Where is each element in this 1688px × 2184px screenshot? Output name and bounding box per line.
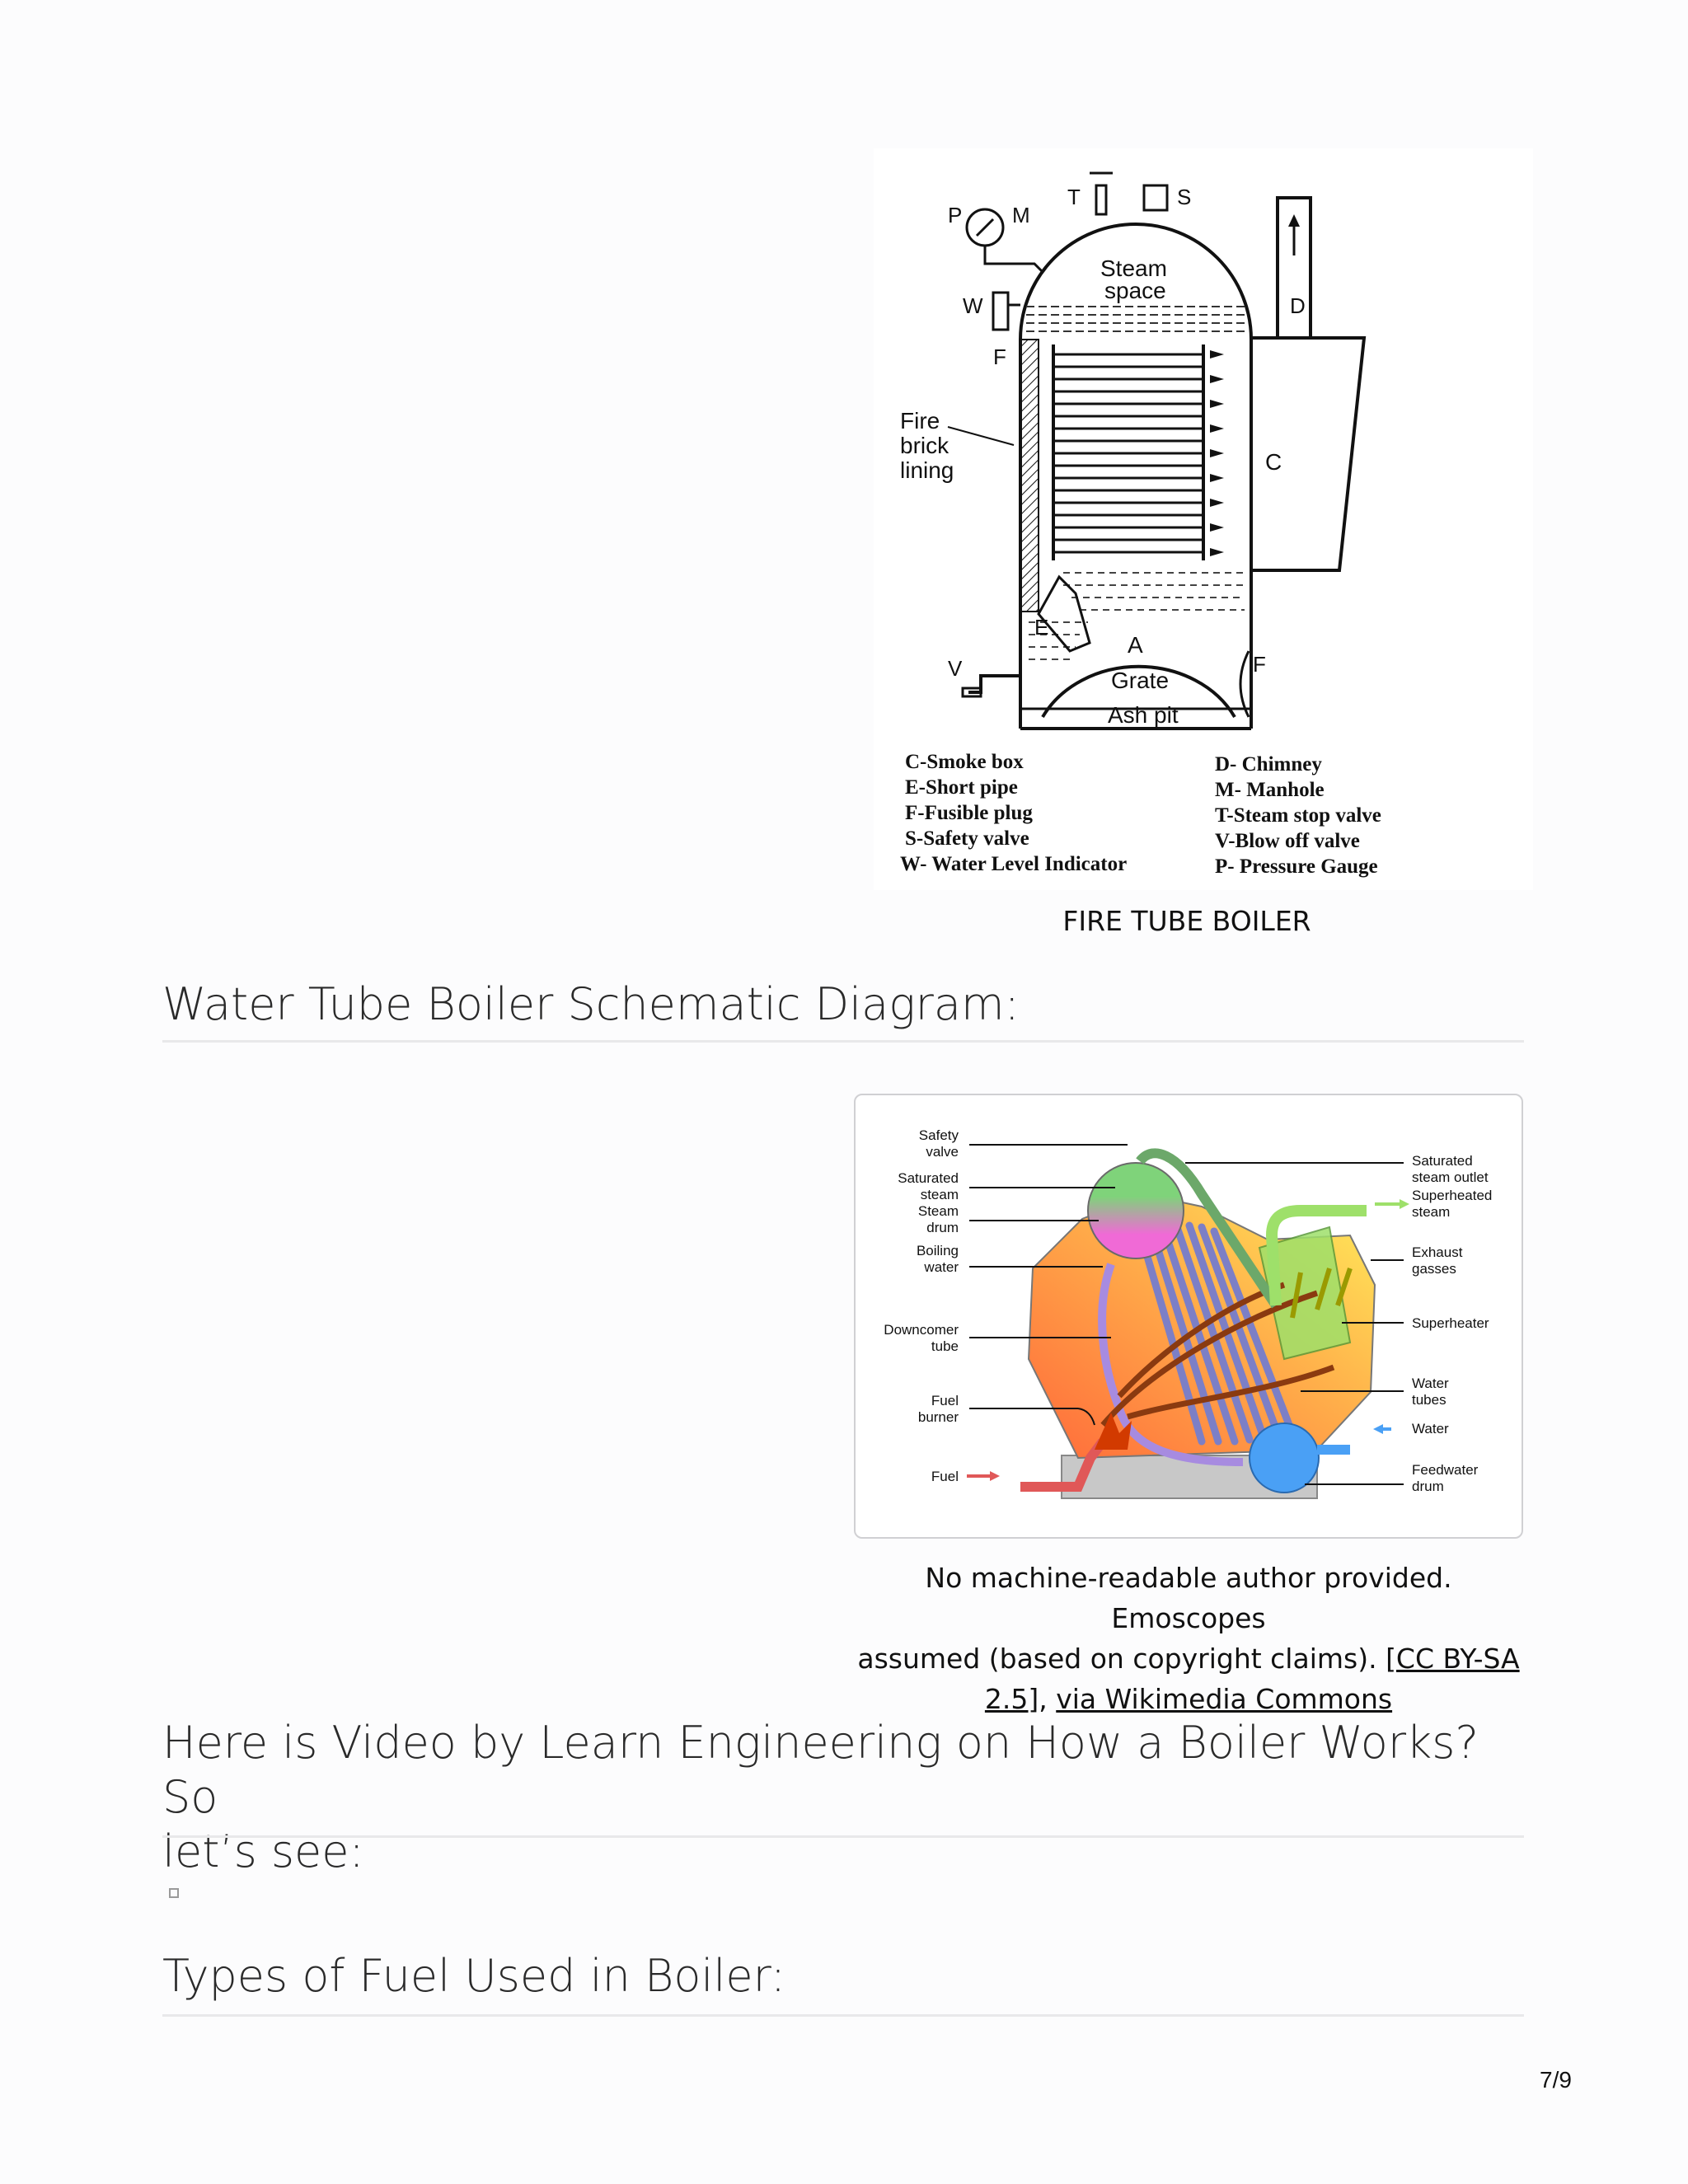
legend-right-2: M- Manhole (1215, 779, 1325, 801)
wt-label-steam-drum-1: Steam (918, 1203, 959, 1219)
legend-left-1: C-Smoke box (905, 751, 1024, 773)
credit-line-2: assumed (based on copyright claims). [CC… (854, 1638, 1523, 1679)
wt-label-safety: Safety (919, 1127, 959, 1143)
label-w: W (963, 293, 983, 318)
video-embed-placeholder-icon[interactable] (169, 1888, 179, 1898)
heading-video-divider (162, 1835, 1524, 1838)
label-p: P (948, 203, 962, 227)
label-t: T (1067, 185, 1081, 209)
label-f-side: F (1253, 652, 1266, 677)
wt-label-fuel: Fuel (931, 1469, 959, 1484)
page-number: 7/9 (1540, 2067, 1572, 2093)
wt-label-exhaust: Exhaust (1412, 1244, 1463, 1260)
label-c: C (1265, 449, 1282, 475)
label-fire: Fire (900, 408, 940, 434)
label-a: A (1128, 632, 1143, 658)
wt-label-downcomer: Downcomer (884, 1322, 959, 1338)
wt-label-water: water (923, 1259, 959, 1275)
label-d: D (1290, 293, 1306, 318)
heading-video-line-2: let’s see: (162, 1825, 364, 1877)
wt-label-steam-drum-2: drum (926, 1220, 959, 1235)
label-grate: Grate (1111, 668, 1169, 693)
heading-fuel: Types of Fuel Used in Boiler: (162, 1950, 786, 2002)
wt-label-superheated-2: steam (1412, 1204, 1450, 1220)
wt-label-superheated-1: Superheated (1412, 1188, 1492, 1203)
wikimedia-link[interactable]: via Wikimedia Commons (1056, 1683, 1393, 1715)
license-link[interactable]: [CC BY-SA (1386, 1643, 1520, 1675)
label-m: M (1012, 203, 1030, 227)
fire-tube-figure: P M T S W F D C E A V F Steam space Fire… (874, 148, 1533, 907)
label-v: V (948, 656, 963, 681)
water-tube-credit: No machine-readable author provided. Emo… (854, 1558, 1523, 1719)
legend-right-5: P- Pressure Gauge (1215, 855, 1378, 878)
legend-left-2: E-Short pipe (905, 776, 1018, 799)
label-steam: Steam (1100, 255, 1167, 281)
wt-label-gasses: gasses (1412, 1261, 1456, 1277)
fire-tube-legend: C-Smoke box E-Short pipe F-Fusible plug … (900, 751, 1381, 878)
label-ash-pit: Ash pit (1108, 702, 1179, 728)
fire-tube-caption: FIRE TUBE BOILER (1062, 905, 1311, 937)
wt-label-feedwater-2: drum (1412, 1479, 1444, 1494)
wt-label-sat-outlet-2: steam outlet (1412, 1169, 1489, 1185)
heading-video-line-1: Here is Video by Learn Engineering on Ho… (162, 1717, 1479, 1823)
credit-line-3: 2.5], via Wikimedia Commons (854, 1679, 1523, 1719)
legend-right-4: V-Blow off valve (1215, 830, 1360, 852)
water-tube-figure: Safety valve Saturated steam Steam drum … (854, 1094, 1523, 1539)
legend-left-3: F-Fusible plug (905, 802, 1033, 824)
wt-label-valve: valve (926, 1144, 959, 1160)
wt-label-saturated: Saturated (898, 1170, 959, 1186)
wt-label-feedwater-1: Feedwater (1412, 1462, 1479, 1478)
wt-label-sat-outlet-1: Saturated (1412, 1153, 1473, 1169)
wt-label-fuel-burner-2: burner (918, 1409, 959, 1425)
label-e: E (1034, 615, 1048, 640)
wt-label-superheater: Superheater (1412, 1315, 1489, 1331)
credit-text: assumed (based on copyright claims). (857, 1643, 1386, 1675)
fire-tube-boiler-diagram: P M T S W F D C E A V F Steam space Fire… (874, 148, 1533, 890)
heading-video: Here is Video by Learn Engineering on Ho… (162, 1716, 1531, 1879)
credit-line-1: No machine-readable author provided. Emo… (925, 1562, 1452, 1634)
heading-fuel-divider (162, 2014, 1524, 2017)
heading-divider (162, 1040, 1524, 1043)
wt-label-water-tubes-1: Water (1412, 1376, 1449, 1391)
legend-right-1: D- Chimney (1215, 753, 1322, 776)
legend-right-3: T-Steam stop valve (1215, 804, 1381, 827)
legend-left-4: S-Safety valve (905, 827, 1029, 850)
credit-sep: , (1039, 1683, 1057, 1715)
wt-label-water-in: Water (1412, 1421, 1449, 1436)
label-brick: brick (900, 433, 950, 458)
label-space: space (1104, 278, 1166, 303)
wt-label-boiling: Boiling (917, 1243, 959, 1258)
label-s: S (1177, 185, 1191, 209)
label-lining: lining (900, 457, 954, 483)
wt-label-tube: tube (931, 1338, 959, 1354)
legend-left-5: W- Water Level Indicator (900, 853, 1127, 875)
label-f-top: F (993, 344, 1006, 369)
wt-label-water-tubes-2: tubes (1412, 1392, 1447, 1408)
water-tube-boiler-diagram: Safety valve Saturated steam Steam drum … (884, 1127, 1492, 1499)
wt-label-steam: steam (921, 1187, 959, 1202)
license-link-cont[interactable]: 2.5] (984, 1683, 1039, 1715)
wt-label-fuel-burner-1: Fuel (931, 1393, 959, 1408)
heading-water-tube: Water Tube Boiler Schematic Diagram: (162, 978, 1020, 1030)
